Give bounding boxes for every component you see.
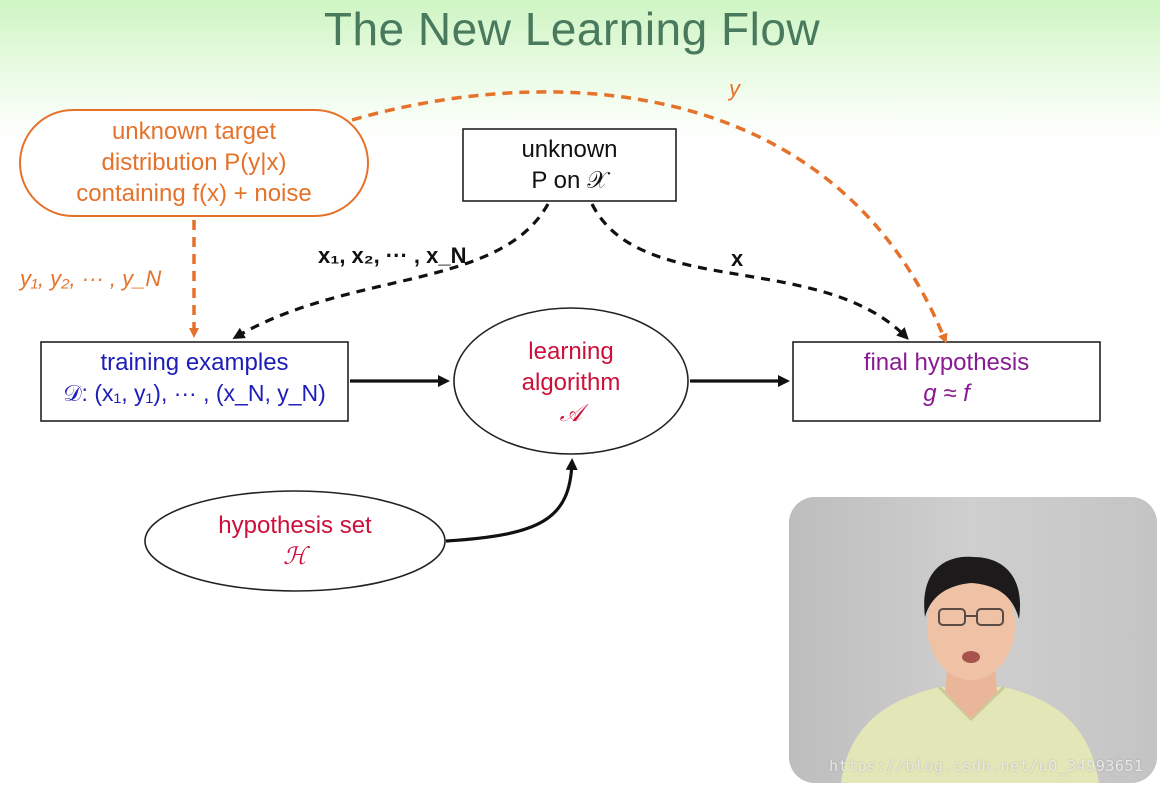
input-distribution-label: unknown P on 𝒳: [463, 134, 676, 196]
edge-label-xs: x₁, x₂, ··· , x_N: [318, 243, 467, 268]
presenter-video: [789, 497, 1157, 783]
target-line3: containing f(x) + noise: [76, 180, 312, 207]
hypothesis-set-ellipse: [144, 490, 446, 592]
training-line1: training examples: [100, 349, 289, 376]
edge-input-to-training: [232, 203, 550, 340]
input-distribution-box: [462, 128, 677, 202]
learning-algorithm-label: learning algorithm 𝒜: [454, 336, 688, 429]
learning-algorithm-ellipse: [453, 307, 689, 455]
target-distribution-label: unknown target distribution P(y|x) conta…: [20, 116, 368, 209]
edge-input-to-final: [590, 203, 909, 340]
final-hypothesis-label: final hypothesis g ≈ f: [793, 347, 1100, 409]
input-line1: unknown: [521, 136, 618, 163]
target-distribution-box: [19, 109, 369, 217]
presenter-figure: [789, 497, 1157, 783]
edge-hypothesis-set-to-algorithm: [445, 458, 578, 543]
final-hypothesis-box: [792, 341, 1101, 422]
final-line1: final hypothesis: [863, 349, 1030, 376]
training-line2: 𝒟: (x₁, y₁), ··· , (x_N, y_N): [63, 380, 326, 406]
hypothesis-set-label: hypothesis set ℋ: [145, 510, 445, 572]
algorithm-line3: 𝒜: [559, 399, 583, 427]
edge-label-y: y: [729, 76, 740, 101]
edge-label-ys: y₁, y₂, ··· , y_N: [20, 266, 162, 291]
hypothesis-set-line2: ℋ: [283, 542, 307, 570]
watermark-url: https://blog.csdn.net/u0_34993651: [829, 757, 1144, 775]
hypothesis-set-line1: hypothesis set: [218, 512, 372, 539]
slide-title: The New Learning Flow: [323, 3, 821, 55]
algorithm-line1: learning: [528, 338, 614, 365]
algorithm-line2: algorithm: [521, 369, 621, 396]
target-line1: unknown target: [111, 118, 277, 145]
edge-label-x: x: [731, 246, 744, 271]
edge-target-to-final: [351, 90, 948, 344]
final-line2: g ≈ f: [923, 380, 970, 407]
training-examples-box: [40, 341, 349, 422]
input-line2: P on 𝒳: [531, 167, 608, 194]
training-examples-label: training examples 𝒟: (x₁, y₁), ··· , (x_…: [41, 347, 348, 409]
target-line2: distribution P(y|x): [101, 149, 287, 176]
